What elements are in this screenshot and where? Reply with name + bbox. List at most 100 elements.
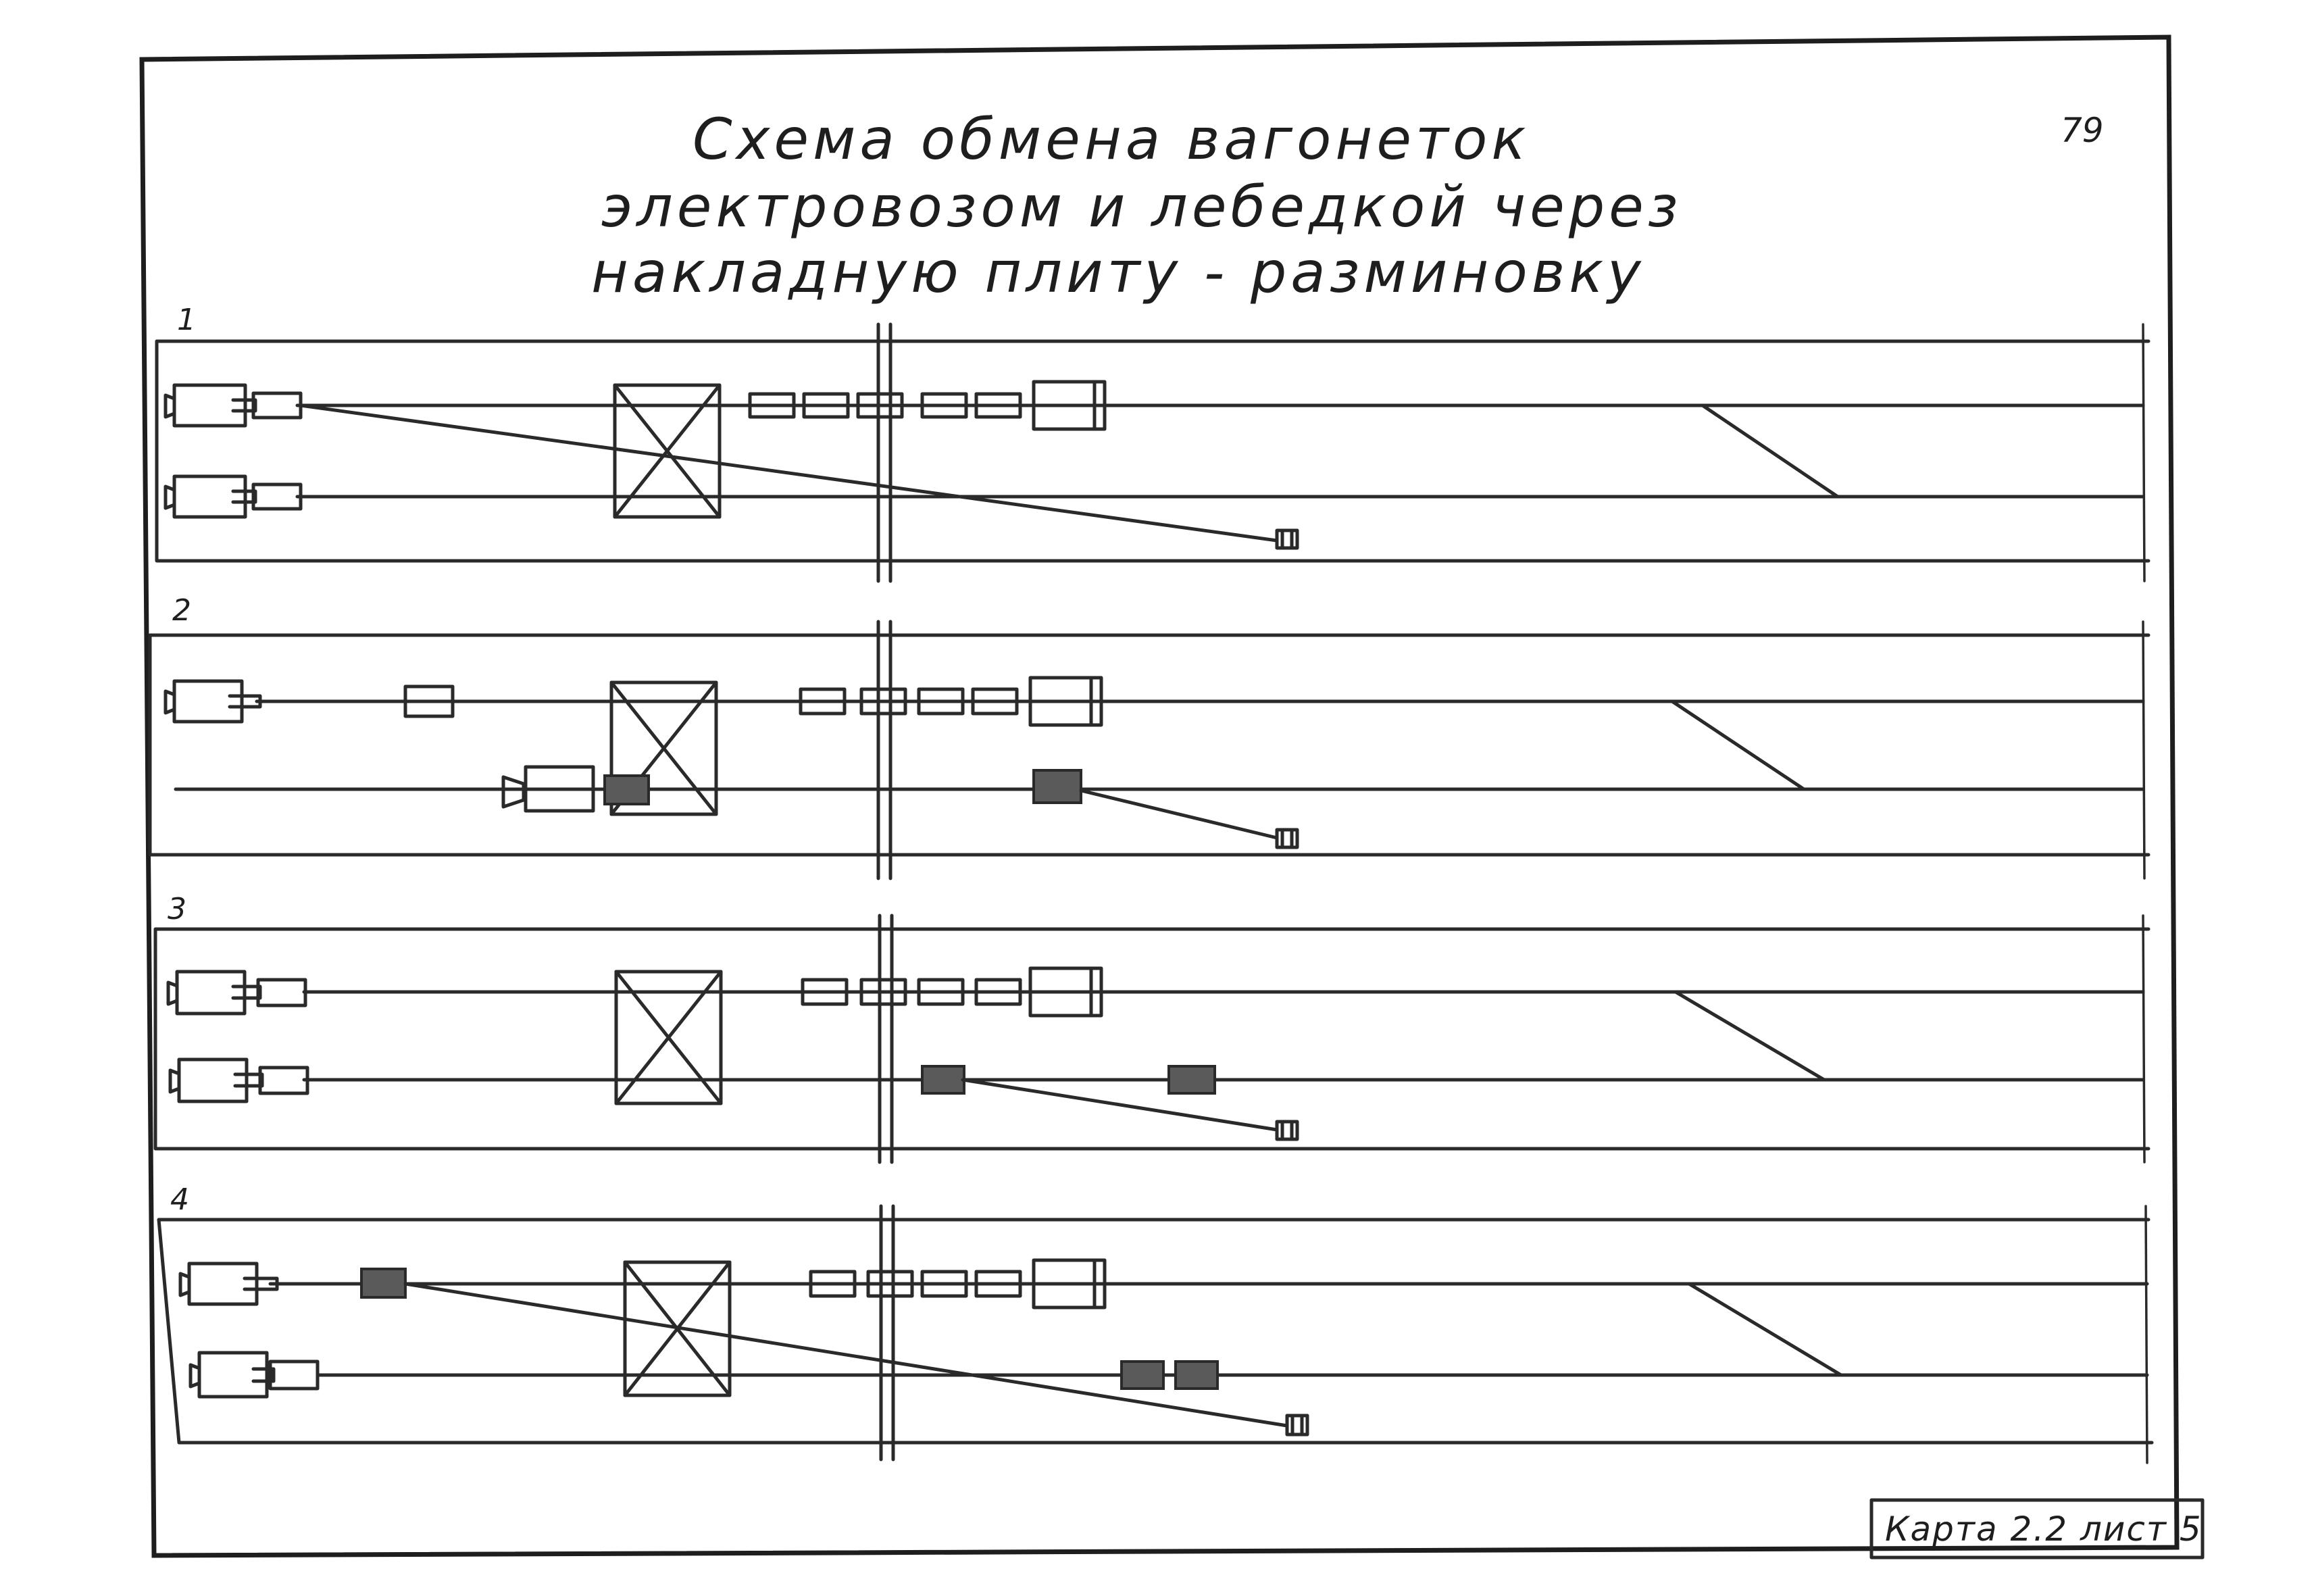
panel-border [155, 339, 2150, 563]
panel-right-edge [2144, 1205, 2148, 1464]
wagon [920, 392, 968, 419]
stamp-label: Карта 2.2 лист 5 [1885, 1510, 2203, 1549]
loaded-wagon [1120, 1360, 1165, 1390]
panel-label: 3 [168, 892, 186, 926]
electric-locomotive [1028, 676, 1103, 727]
winch-body [177, 1057, 249, 1103]
wagon [799, 687, 847, 716]
winch-hitch [233, 1072, 264, 1088]
wagon [866, 1270, 914, 1298]
panel-1: 1 [155, 303, 2150, 583]
wagon [917, 687, 965, 716]
switch-branch [1701, 403, 1840, 499]
winch-cart [268, 1360, 320, 1391]
winch-lower [168, 1057, 309, 1103]
pulley-icon [1275, 528, 1299, 550]
cut-line [879, 1204, 895, 1462]
winch-rope [299, 403, 1279, 543]
winch-rope [403, 1282, 1289, 1428]
pulley-icon [1285, 1414, 1309, 1437]
winch-cart [256, 978, 307, 1007]
loaded-wagon [360, 1268, 407, 1299]
winch-body [172, 474, 247, 519]
wagon-train [748, 380, 1107, 431]
winch-coupling [178, 1272, 191, 1297]
wagon-train [801, 966, 1103, 1018]
winch-coupling [188, 1363, 201, 1389]
winch-body [172, 383, 247, 428]
switch-branch [1670, 699, 1806, 791]
winch-hitch [231, 398, 257, 413]
winch-rope [961, 1078, 1279, 1132]
winch-lower [164, 474, 303, 519]
panel-right-edge [2142, 323, 2146, 582]
wagon [859, 687, 907, 716]
panel-right-edge [2142, 914, 2146, 1164]
panel-right-edge [2142, 620, 2146, 880]
title-line-2: электровозом и лебедкой через [601, 174, 1682, 240]
winch-upper [178, 1262, 279, 1306]
winch-lower [188, 1351, 320, 1399]
wagon-train [799, 676, 1103, 727]
loading-platform [623, 1260, 732, 1397]
sheet-stamp: Карта 2.2 лист 5 [1869, 1498, 2205, 1560]
loading-platform [609, 680, 718, 816]
winch-body [175, 970, 247, 1016]
winch-body [524, 765, 595, 813]
wagon [859, 978, 907, 1006]
winch-coupling [168, 1068, 181, 1094]
winch-coupling [166, 980, 179, 1006]
electric-locomotive [1032, 380, 1107, 431]
winch-coupling [501, 775, 526, 809]
loaded-wagon [1032, 769, 1082, 804]
platform-cross [613, 383, 722, 519]
cut-line [876, 322, 892, 583]
loading-platform [614, 970, 723, 1105]
wagon [802, 392, 850, 419]
winch-body [187, 1262, 259, 1306]
winch-cart [251, 482, 303, 511]
panel-label: 2 [172, 593, 191, 628]
panel-border [157, 1218, 2154, 1445]
detached-wagon [403, 684, 455, 718]
cut-line [878, 914, 894, 1164]
title-line-1: Схема обмена вагонеток [693, 106, 1530, 172]
pulley-icon [1275, 1120, 1299, 1141]
sheet-frame [139, 34, 2180, 1558]
winch-coupling [164, 484, 176, 510]
panel-label: 1 [177, 303, 196, 337]
stamp-box [1869, 1498, 2205, 1560]
winch-rope [1079, 789, 1279, 840]
loaded-wagon [921, 1065, 965, 1095]
panel-4: 4 [157, 1182, 2154, 1464]
winch-lower-reversed [501, 765, 650, 813]
wagon [809, 1270, 857, 1298]
winch-upper [164, 383, 303, 428]
switch-branch [1687, 1282, 1843, 1377]
pulley-icon [1275, 828, 1299, 849]
switch-branch [1674, 990, 1826, 1082]
winch-upper [166, 970, 307, 1016]
cut-line [876, 620, 892, 880]
loaded-wagon [603, 774, 650, 805]
panel-border [148, 633, 2150, 857]
page-number: 79 [2061, 111, 2104, 150]
wagon [974, 1270, 1022, 1298]
winch-body [197, 1351, 269, 1399]
electric-locomotive [1028, 966, 1103, 1018]
wagon [748, 392, 796, 419]
panel-border [153, 927, 2150, 1151]
panel-2: 2 [148, 593, 2150, 880]
platform-cross [614, 970, 723, 1105]
wagon [917, 978, 965, 1006]
winch-body [172, 679, 244, 724]
wagon-train [809, 1258, 1107, 1310]
wagon [974, 392, 1022, 419]
winch-hitch [251, 1367, 276, 1383]
panel-3: 3 [153, 892, 2150, 1164]
winch-upper [164, 679, 262, 724]
winch-cart [258, 1066, 309, 1095]
loaded-wagon [1167, 1065, 1216, 1095]
loaded-wagon [1174, 1360, 1219, 1390]
